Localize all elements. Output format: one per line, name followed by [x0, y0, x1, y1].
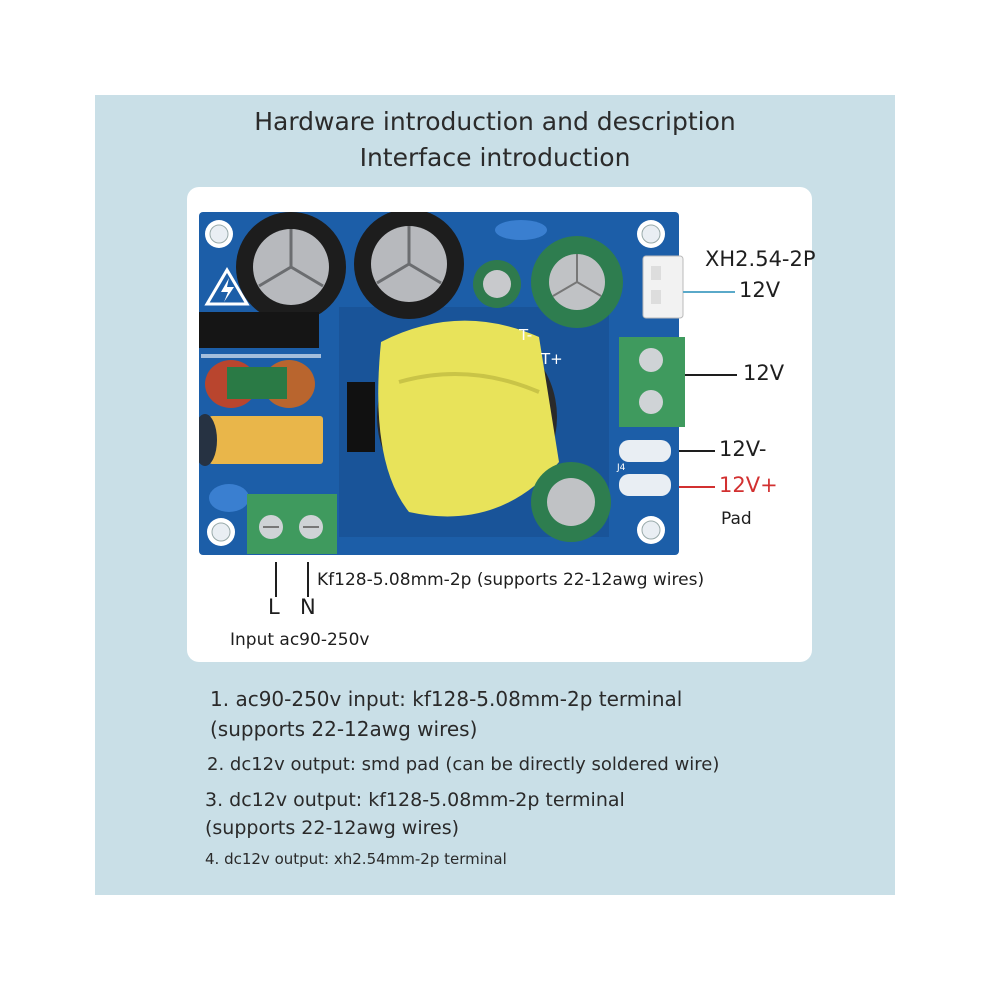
- input-terminal-label: Kf128-5.08mm-2p (supports 22-12awg wires…: [317, 570, 705, 590]
- x-capacitor: [209, 416, 323, 464]
- xh-connector-label: XH2.54-2P: [705, 247, 816, 271]
- xh-leader-line: [683, 291, 735, 293]
- xh-connector: [642, 255, 684, 319]
- mounting-hole: [637, 516, 665, 544]
- output-capacitor: [531, 236, 623, 328]
- terminal-voltage-label: 12V: [743, 361, 785, 385]
- feature-item: (supports 22-12awg wires): [210, 717, 478, 741]
- line-label: L: [268, 595, 280, 619]
- high-voltage-warning-icon: [204, 267, 250, 306]
- neutral-leader-line: [307, 562, 309, 597]
- feature-item: 4. dc12v output: xh2.54mm-2p terminal: [205, 850, 507, 868]
- pad-negative-label: 12V-: [719, 437, 767, 461]
- silkscreen-t-plus: T+: [540, 350, 563, 368]
- pcb-board-illustration: T- T+ J4: [199, 212, 685, 555]
- pin-header: [347, 382, 375, 452]
- mounting-hole: [207, 518, 235, 546]
- y-capacitor: [209, 484, 249, 512]
- pad-negative-leader-line: [679, 450, 715, 452]
- silkscreen-j4: J4: [616, 463, 626, 473]
- output-capacitor: [531, 462, 611, 542]
- pad-label: Pad: [721, 509, 752, 529]
- electrolytic-capacitor: [354, 212, 464, 319]
- product-panel: Hardware introduction and description In…: [95, 95, 895, 895]
- feature-item: 2. dc12v output: smd pad (can be directl…: [207, 754, 720, 775]
- filter-block: [199, 312, 319, 348]
- common-mode-inductor: [201, 354, 321, 408]
- pad-positive-leader-line: [679, 486, 715, 488]
- xh-voltage-label: 12V: [739, 278, 781, 302]
- pad-positive-label: 12V+: [719, 473, 778, 497]
- page-subtitle: Interface introduction: [359, 143, 631, 172]
- smd-pads: [619, 440, 671, 496]
- terminal-leader-line: [685, 374, 737, 376]
- transformer: [377, 320, 559, 517]
- silkscreen-t-minus: T-: [518, 326, 532, 344]
- ceramic-capacitor: [495, 220, 547, 240]
- input-terminal-block: [247, 494, 337, 554]
- small-capacitor: [473, 260, 521, 308]
- varistor: [199, 414, 217, 466]
- feature-item: 3. dc12v output: kf128-5.08mm-2p termina…: [205, 789, 625, 811]
- page-title: Hardware introduction and description: [254, 107, 736, 136]
- neutral-label: N: [300, 595, 316, 619]
- line-leader-line: [275, 562, 277, 597]
- feature-item: 1. ac90-250v input: kf128-5.08mm-2p term…: [210, 687, 683, 711]
- output-terminal-block: [619, 337, 685, 427]
- mounting-hole: [637, 220, 665, 248]
- board-image-card: T- T+ J4 XH2.54-2P 12V 12V 12V-: [187, 187, 816, 662]
- feature-item: (supports 22-12awg wires): [205, 817, 460, 839]
- electrolytic-capacitor: [236, 212, 346, 322]
- input-range-label: Input ac90-250v: [230, 630, 370, 650]
- mounting-hole: [205, 220, 233, 248]
